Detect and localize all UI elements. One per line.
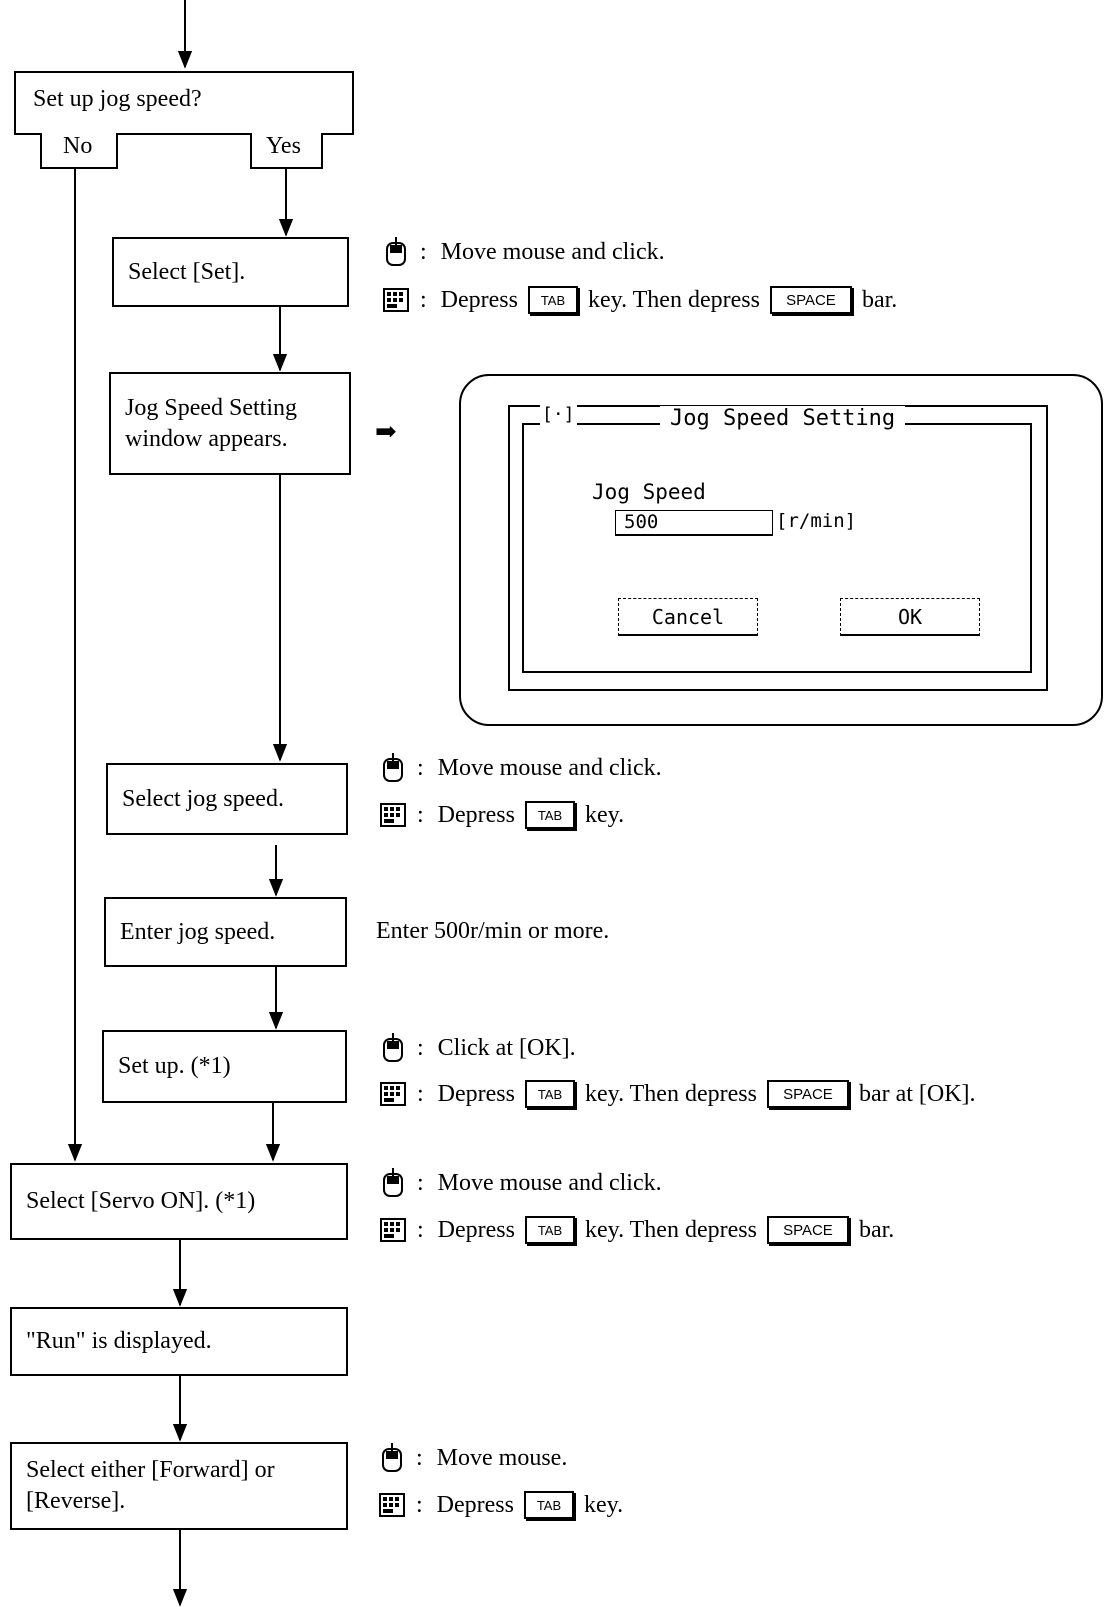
instr-text: Move mouse and click. [437,754,662,781]
dialog-close-button[interactable]: [·] [540,404,577,425]
keyboard-icon [379,1215,407,1245]
instr-text: Depress [440,286,518,313]
separator: : [417,801,424,828]
step-select-servo-on: Select [Servo ON]. (*1) [10,1163,348,1240]
step-set-up: Set up. (*1) [102,1030,347,1103]
mouse-icon [379,753,407,783]
mouse-icon [378,1443,406,1473]
instr-servo-mouse: : Move mouse and click. [379,1165,662,1201]
dialog-ok-button[interactable]: OK [840,598,980,636]
tab-key-icon: TAB [524,1080,575,1108]
separator: : [417,754,424,781]
instr-fwd-keyboard: : Depress TAB key. [378,1487,623,1523]
instr-text: bar at [OK]. [858,1080,976,1107]
tab-key-icon: TAB [527,286,578,314]
separator: : [420,238,427,265]
tab-key-icon: TAB [524,1216,575,1244]
space-key-icon: SPACE [766,1216,849,1244]
instr-text: Depress [437,1216,515,1243]
separator: : [417,1080,424,1107]
decision-no-label: No [63,133,93,159]
separator: : [416,1444,423,1471]
step-select-set: Select [Set]. [112,237,349,307]
space-key-icon: SPACE [769,286,852,314]
instr-text: Move mouse and click. [437,1169,662,1196]
instr-text: Move mouse and click. [440,238,665,265]
keyboard-icon [379,800,407,830]
monitor-frame [459,374,1103,726]
keyboard-icon [379,1079,407,1109]
decision-question: Set up jog speed? [33,86,202,112]
instr-text: bar. [858,1216,895,1243]
jog-speed-label: Jog Speed [592,480,706,504]
instr-text: Depress [436,1491,514,1518]
instr-text: Depress [437,1080,515,1107]
instr-fwd-mouse: : Move mouse. [378,1440,567,1476]
step-window-appears: Jog Speed Setting window appears. [109,372,351,475]
tab-key-icon: TAB [523,1491,574,1519]
separator: : [416,1491,423,1518]
step-select-jog-speed: Select jog speed. [106,763,348,835]
dialog-cancel-button[interactable]: Cancel [618,598,758,636]
step-select-forward-reverse: Select either [Forward] or [Reverse]. [10,1442,348,1530]
mouse-icon [382,237,410,267]
instr-set-keyboard: : Depress TAB key. Then depress SPACE ba… [382,282,897,318]
instr-text: key. Then depress [587,286,760,313]
space-key-icon: SPACE [766,1080,849,1108]
instr-text: bar. [861,286,898,313]
separator: : [417,1216,424,1243]
instr-text: Click at [OK]. [437,1034,576,1061]
instr-setup-mouse: : Click at [OK]. [379,1030,576,1066]
dialog-title: Jog Speed Setting [660,406,906,431]
keyboard-icon [378,1490,406,1520]
instr-enter-speed: Enter 500r/min or more. [376,918,610,944]
instr-text: key. [583,1491,624,1518]
mouse-icon [379,1168,407,1198]
separator: : [420,286,427,313]
instr-set-mouse: : Move mouse and click. [382,234,665,270]
step-enter-jog-speed: Enter jog speed. [104,897,347,967]
jog-speed-input[interactable]: 500 [615,510,773,536]
separator: : [417,1169,424,1196]
instr-text: key. Then depress [584,1216,757,1243]
step-run-displayed: "Run" is displayed. [10,1307,348,1376]
instr-text: key. [584,801,625,828]
decision-yes-label: Yes [266,133,301,159]
instr-jog-mouse: : Move mouse and click. [379,750,662,786]
instr-text: Depress [437,801,515,828]
right-arrow-icon: ➡ [375,417,397,446]
keyboard-icon [382,285,410,315]
instr-servo-keyboard: : Depress TAB key. Then depress SPACE ba… [379,1212,894,1248]
tab-key-icon: TAB [524,801,575,829]
jog-speed-unit: [r/min] [776,510,857,532]
instr-text: Move mouse. [436,1444,568,1471]
instr-jog-keyboard: : Depress TAB key. [379,797,624,833]
separator: : [417,1034,424,1061]
mouse-icon [379,1033,407,1063]
instr-text: key. Then depress [584,1080,757,1107]
instr-setup-keyboard: : Depress TAB key. Then depress SPACE ba… [379,1076,976,1112]
